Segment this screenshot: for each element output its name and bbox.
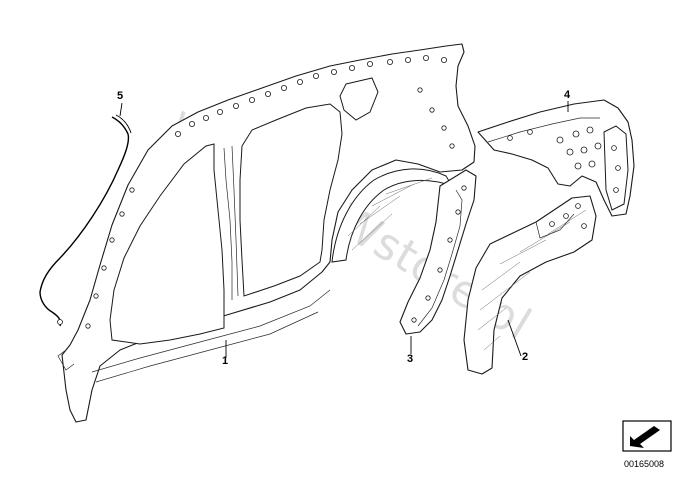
part-4-rear-panel — [477, 99, 635, 217]
part-1-side-frame — [57, 43, 476, 423]
callout-4: 4 — [564, 89, 571, 101]
arrow-nav-icon[interactable] — [622, 420, 672, 452]
part-5-cable — [39, 114, 132, 327]
part-3-pillar-inner — [399, 169, 477, 335]
callout-1: 1 — [222, 355, 228, 367]
callout-2: 2 — [522, 351, 528, 363]
callout-5: 5 — [117, 90, 123, 102]
diagram-number: 00165008 — [624, 459, 665, 469]
callout-3: 3 — [407, 353, 413, 365]
part-2-wheel-house — [463, 195, 597, 375]
